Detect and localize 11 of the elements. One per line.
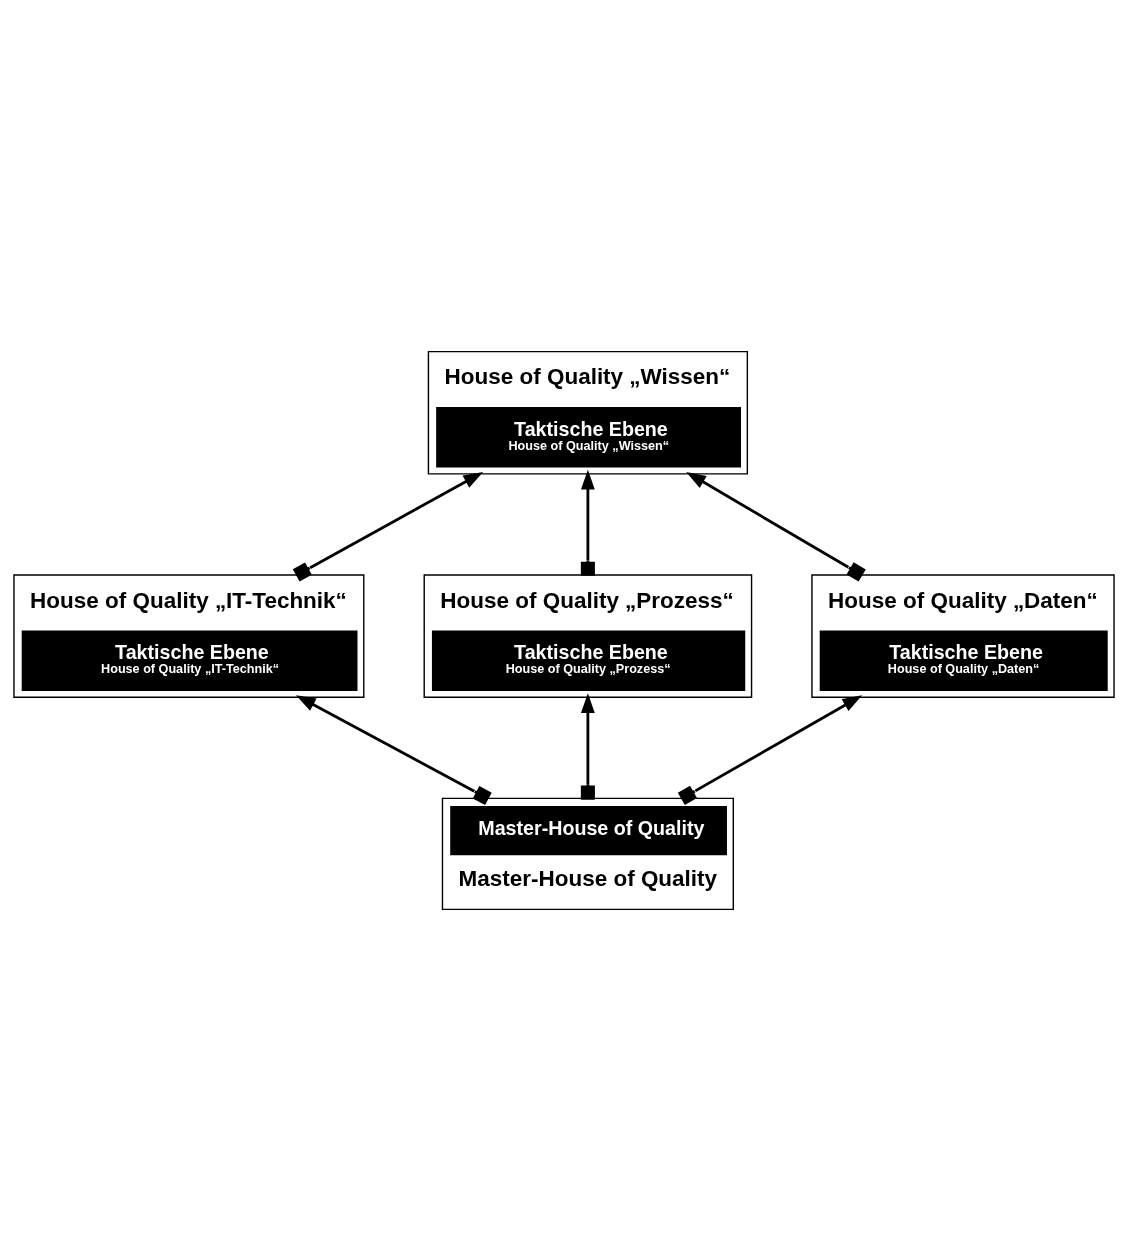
node-box: House of Quality „IT-Technik“ Taktische Ebene House of Quality „IT-Technik“ (13, 573, 365, 698)
node-box: House of Quality „Daten“ Taktische Ebene House of Quality „Daten“ (811, 573, 1115, 698)
arrow (580, 469, 595, 576)
node-box: House of Quality „Wissen“ Taktische Ebene House of Quality „Wissen“ (427, 350, 749, 475)
arrow (677, 694, 863, 805)
node-box: Master-House of Quality Master-House of Quality (441, 797, 734, 910)
node-box: House of Quality „Prozess“ Taktische Ebene House of Quality „Prozess“ (423, 573, 753, 698)
arrow (580, 692, 595, 800)
arrow (295, 694, 492, 805)
arrow (686, 471, 866, 581)
arrow (292, 471, 484, 582)
